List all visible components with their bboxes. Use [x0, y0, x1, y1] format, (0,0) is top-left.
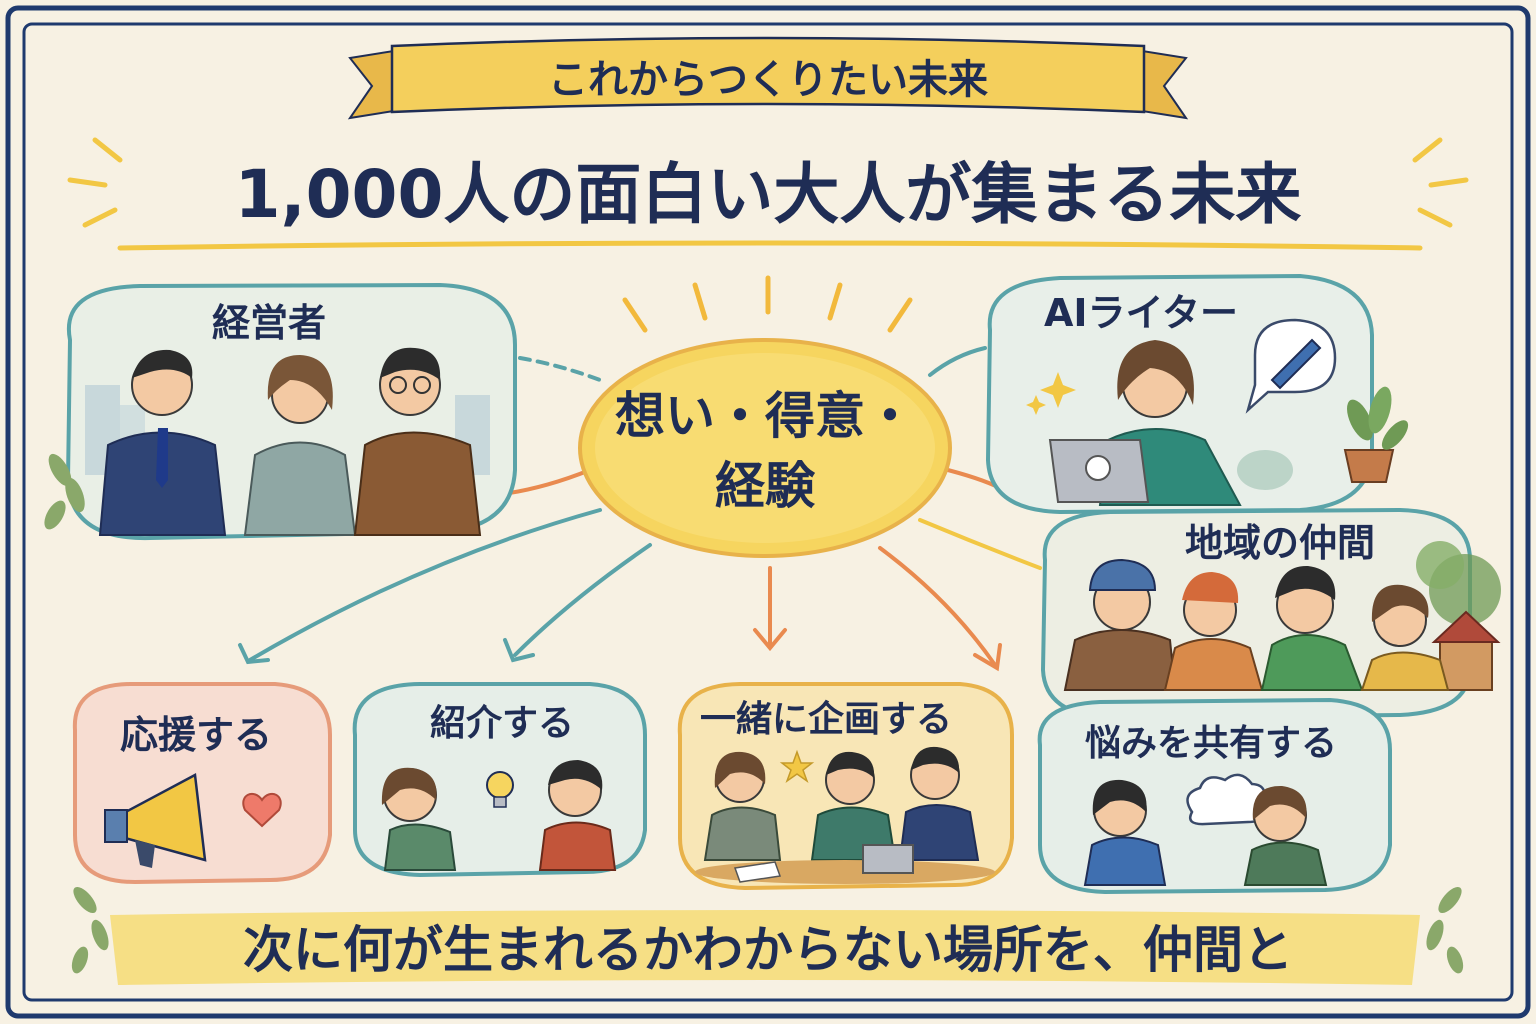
- plan-person-1: [703, 751, 782, 861]
- arrow-share: [878, 546, 997, 667]
- manager-person-3: [353, 347, 482, 536]
- plan-person-3: [898, 746, 980, 861]
- managers-label: 経営者: [212, 301, 327, 345]
- arrow-introduce-head: [503, 638, 535, 663]
- plan-label: 一緒に企画する: [700, 699, 953, 740]
- main-title: 1,000人の面白い大人が集まる未来: [234, 156, 1302, 233]
- heart-icon: [242, 792, 282, 828]
- connector-local: [918, 518, 1042, 570]
- local-person-3: [1260, 565, 1364, 691]
- star-icon: [779, 749, 815, 783]
- introduce-person-left: [381, 767, 457, 871]
- arrow-share-head: [973, 643, 1002, 672]
- local-members-label: 地域の仲間: [1185, 521, 1376, 565]
- center-text-line2: 経験: [715, 457, 815, 515]
- manager-person-1: [98, 349, 227, 536]
- leaf-decoration-footer-right: [1426, 886, 1464, 974]
- banner-text: これからつくりたい未来: [548, 57, 988, 103]
- arrow-introduce: [513, 543, 652, 657]
- title-underline: [117, 240, 1423, 251]
- center-text-line1: 想い・得意・: [615, 387, 915, 445]
- pencil-speech-icon: [1245, 318, 1337, 414]
- share-person-right: [1243, 785, 1328, 886]
- introduce-label: 紹介する: [430, 703, 575, 744]
- potted-plant-icon: [1343, 386, 1409, 483]
- plan-person-2: [810, 751, 897, 861]
- ribbon-banner: [347, 36, 1189, 120]
- arrow-support-head: [238, 643, 270, 665]
- connector-ai-writer: [928, 346, 987, 377]
- ai-writer-label: AIライター: [1044, 291, 1239, 335]
- plan-laptop-icon: [862, 844, 914, 874]
- inner-border: [22, 22, 1514, 1002]
- footer-highlight: [110, 910, 1420, 985]
- local-person-1: [1063, 558, 1177, 691]
- title-sparkle-left: [67, 137, 123, 228]
- center-node-inner: [595, 353, 935, 543]
- lightbulb-icon: [486, 771, 514, 808]
- connector-managers: [518, 356, 602, 382]
- cloud-thought-icon: [1186, 773, 1266, 826]
- sparkle-icon: [1026, 372, 1076, 415]
- leaf-decoration-footer-left: [71, 886, 109, 974]
- local-person-2: [1163, 572, 1264, 691]
- manager-person-2: [243, 355, 357, 536]
- title-sparkle-right: [1412, 137, 1469, 228]
- arrow-plan-head: [753, 628, 787, 652]
- laptop-icon: [1048, 439, 1150, 503]
- share-label: 悩みを共有する: [1085, 723, 1338, 764]
- arrow-support: [248, 508, 602, 662]
- support-label: 応援する: [120, 713, 273, 757]
- bush-decoration: [1237, 450, 1293, 490]
- introduce-person-right: [538, 760, 617, 871]
- paper-icon: [733, 861, 782, 883]
- leaf-decoration-left: [44, 453, 85, 530]
- local-person-4: [1360, 584, 1450, 691]
- footer-text: 次に何が生まれるかわからない場所を、仲間と: [243, 921, 1293, 979]
- share-person-left: [1083, 779, 1167, 886]
- megaphone-icon: [104, 773, 207, 868]
- center-rays: [622, 275, 913, 333]
